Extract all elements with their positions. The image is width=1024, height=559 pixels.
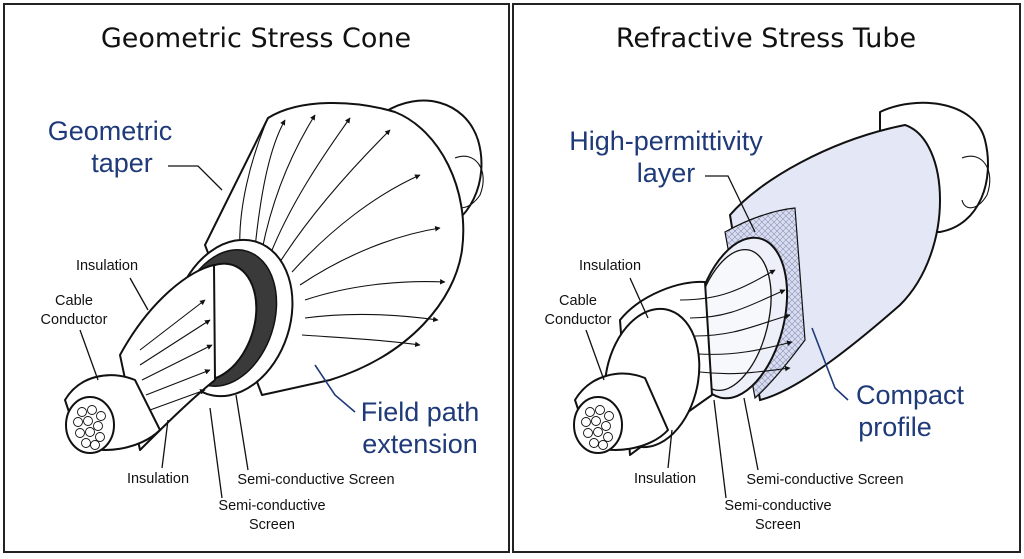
high-permittivity-leader — [705, 175, 756, 233]
right-panel-title: Refractive Stress Tube — [616, 23, 916, 54]
geometric-taper-label-line1: Geometric — [48, 116, 173, 146]
left-semi-screen-right-leader — [235, 394, 249, 471]
field-path-leader — [314, 364, 356, 413]
compact-profile-leader — [811, 327, 849, 401]
right-semi-screen-right-label: Semi-conductive Screen — [746, 472, 903, 488]
left-cable-label-line1: Cable — [55, 293, 93, 309]
left-semi-screen-label-line2: Screen — [249, 517, 295, 533]
right-semi-screen-leader — [713, 399, 727, 499]
left-panel-title: Geometric Stress Cone — [101, 23, 411, 54]
left-insulation-bottom-label: Insulation — [127, 471, 189, 487]
right-insulation-bottom-label: Insulation — [634, 471, 696, 487]
left-semi-screen-leader — [209, 407, 223, 499]
right-cable-label-line1: Cable — [559, 293, 597, 309]
high-permittivity-label-line2: layer — [637, 158, 696, 188]
right-semi-screen-right-leader — [743, 397, 759, 471]
right-semi-screen-label-line2: Screen — [755, 517, 801, 533]
geometric-cone-drawing — [64, 99, 484, 454]
left-insulation-top-leader — [129, 277, 149, 311]
left-semi-screen-label-line1: Semi-conductive — [218, 498, 325, 514]
field-path-label-line2: extension — [362, 429, 478, 459]
right-cable-label-line2: Conductor — [545, 312, 612, 328]
right-insulation-top-label: Insulation — [579, 258, 641, 274]
compact-profile-label-line2: profile — [858, 412, 932, 442]
right-semi-screen-label-line1: Semi-conductive — [724, 498, 831, 514]
high-permittivity-label-line1: High-permittivity — [569, 126, 763, 156]
geometric-taper-label-line2: taper — [91, 148, 153, 178]
geometric-taper-leader — [168, 165, 223, 191]
right-insulation-top-leader — [629, 277, 649, 319]
compact-profile-label-line1: Compact — [856, 380, 965, 410]
refractive-tube-drawing — [573, 101, 991, 456]
left-insulation-bottom-leader — [161, 419, 169, 469]
left-cable-leader — [79, 329, 99, 381]
right-insulation-bottom-leader — [667, 429, 673, 469]
left-cable-label-line2: Conductor — [41, 312, 108, 328]
field-path-label-line1: Field path — [361, 397, 480, 427]
left-insulation-top-label: Insulation — [76, 258, 138, 274]
right-cable-leader — [585, 329, 605, 381]
left-semi-screen-right-label: Semi-conductive Screen — [237, 472, 394, 488]
